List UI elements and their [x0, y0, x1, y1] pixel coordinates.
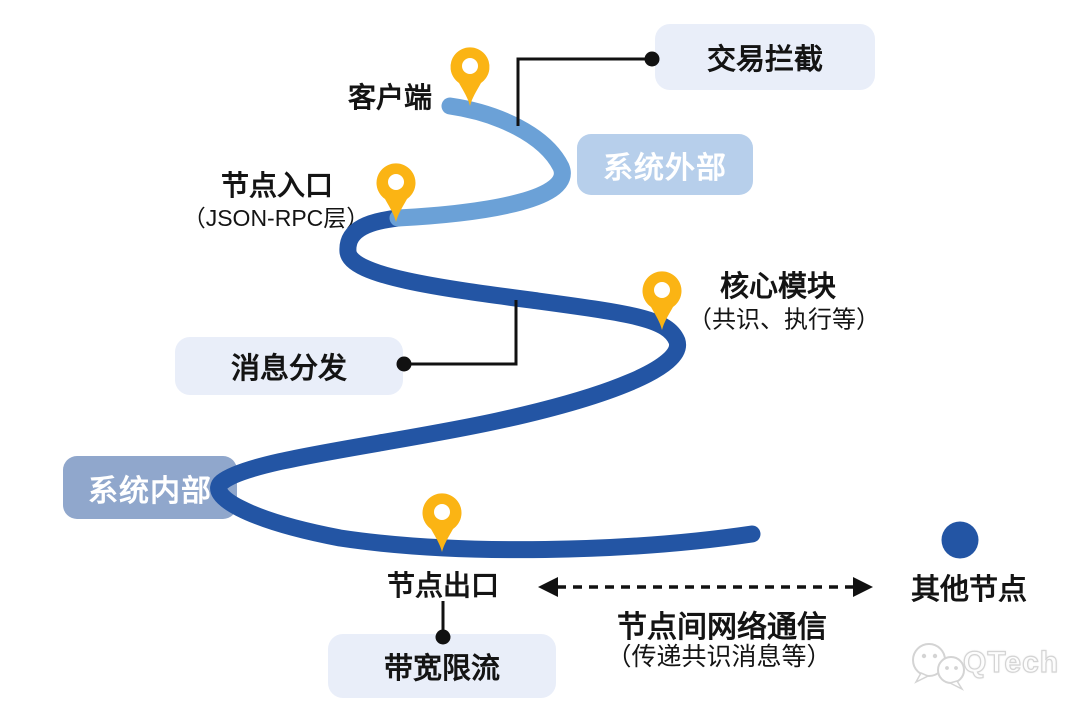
watermark-brand: QTech: [962, 645, 1060, 679]
client-label: 客户端: [347, 82, 433, 113]
node-entry-sublabel: （JSON-RPC层）: [182, 205, 370, 231]
zone-badge-external: 系统外部: [577, 134, 753, 195]
map-pin-icon-exit: [422, 493, 462, 552]
callout-bandwidth-throttle: 带宽限流: [328, 634, 556, 698]
network-comm-arrow: [538, 577, 873, 597]
callout-transaction-intercept-label: 交易拦截: [706, 44, 823, 76]
core-module-sublabel: （共识、执行等）: [688, 306, 880, 334]
callout-bandwidth-throttle-label: 带宽限流: [383, 653, 500, 685]
node-entry-label: 节点入口: [220, 170, 334, 201]
zone-badge-external-label: 系统外部: [603, 151, 727, 185]
callout-message-dispatch-label: 消息分发: [230, 353, 347, 385]
map-pin-icon-core: [642, 271, 682, 330]
other-nodes-label: 其他节点: [910, 574, 1028, 606]
network-comm-sublabel: （传递共识消息等）: [606, 643, 832, 671]
callout-transaction-intercept: 交易拦截: [655, 24, 875, 90]
network-comm-label: 节点间网络通信: [617, 611, 827, 644]
zone-badge-internal: 系统内部: [63, 456, 237, 519]
connector-transaction-intercept: [516, 57, 645, 126]
callout-message-dispatch: 消息分发: [175, 337, 403, 395]
journey-path-external: [389, 97, 571, 227]
other-node-dot-icon: [941, 521, 979, 559]
wechat-icon: [912, 643, 965, 691]
node-exit-label: 节点出口: [386, 570, 500, 601]
map-pin-icon-entry: [376, 163, 416, 222]
map-pin-icon-client: [450, 47, 490, 106]
zone-badge-internal-label: 系统内部: [88, 474, 212, 508]
connector-message-dispatch: [404, 300, 518, 366]
